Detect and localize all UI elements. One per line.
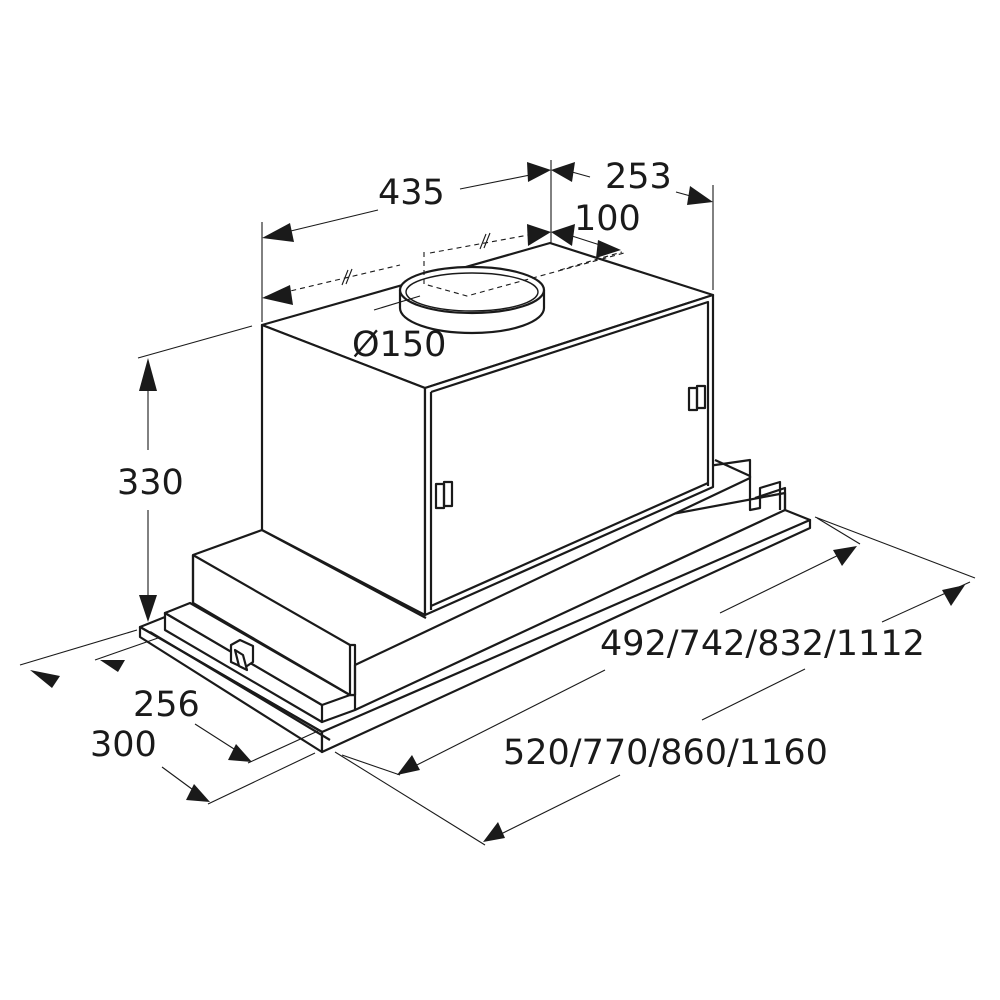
label-top-width: 435 [378,173,445,213]
dim-height [137,325,253,622]
label-inner-depth: 256 [133,685,200,725]
latch-icon [229,638,255,672]
clip-left-b [442,480,454,508]
dim-top-depth [551,162,714,290]
label-outlet-offset: 100 [574,199,641,239]
label-outer-widths: 520/770/860/1160 [503,733,828,773]
label-outlet-diameter: Ø150 [352,325,446,365]
clip-right-b [695,384,707,410]
label-height: 330 [117,463,184,503]
label-outer-depth: 300 [90,725,157,765]
label-top-depth: 253 [605,157,672,197]
label-inner-widths: 492/742/832/1112 [600,624,925,664]
dim-base-depth [19,629,319,805]
dim-outlet-offset [551,224,623,271]
dim-base-widths [334,516,976,846]
duct-outlet [373,252,625,335]
hood-body [260,241,715,617]
dim-top-width [261,160,552,322]
